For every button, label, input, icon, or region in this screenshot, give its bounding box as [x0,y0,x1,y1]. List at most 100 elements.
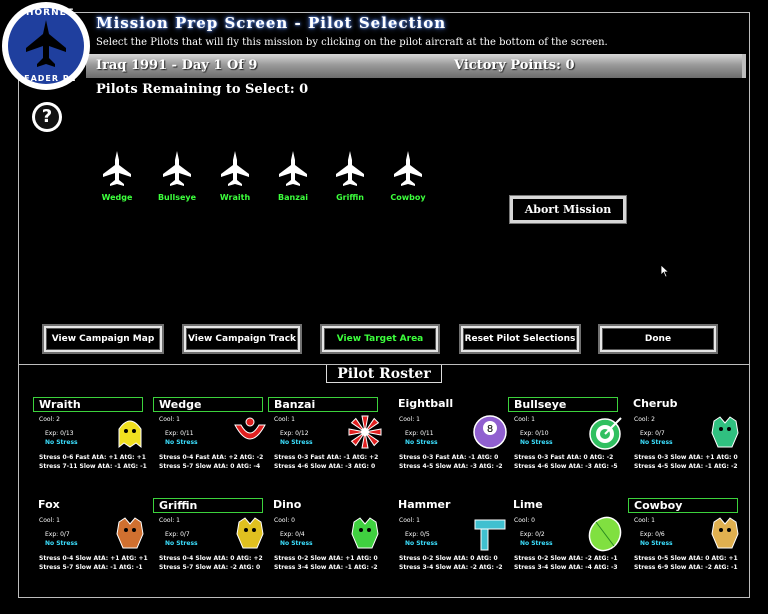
pilot-stress-row-2: Stress 4-6 Slow AtA: -3 AtG: -5 [514,463,618,470]
target-icon [589,417,622,450]
pilot-experience: Exp: 0/7 [640,430,665,437]
hornet-leader-logo: HORNET LEADER PC [2,2,90,90]
selected-pilot-jet[interactable]: Wedge [92,150,142,202]
pilot-name: Wedge [153,397,263,412]
pilot-name: Banzai [268,397,378,412]
pilot-name: Bullseye [508,397,618,412]
pilot-stress-row-1: Stress 0-3 Fast AtA: -1 AtG: +2 [274,454,379,461]
selected-pilot-name: Cowboy [390,193,426,202]
selected-pilot-jet[interactable]: Wraith [210,150,260,202]
pilot-stress-status: No Stress [520,540,553,547]
pilot-experience: Exp: 0/13 [45,430,74,437]
pilot-stress-status: No Stress [45,540,78,547]
cowboy-icon [711,517,739,549]
pilot-roster-title: Pilot Roster [326,365,442,383]
selected-pilot-name: Wraith [219,193,251,202]
pilot-name: Dino [273,498,302,511]
pilot-stress-row-1: Stress 0-2 Slow AtA: +1 AtG: 0 [274,555,378,562]
selected-pilot-jet[interactable]: Bullseye [152,150,202,202]
pilot-cool: Cool: 0 [514,517,535,524]
selected-pilot-jet[interactable]: Banzai [268,150,318,202]
pilot-cool: Cool: 2 [634,416,655,423]
ghost-icon [118,420,142,449]
pilot-stress-row-2: Stress 6-9 Slow AtA: -2 AtG: -1 [634,564,738,571]
pilot-experience: Exp: 0/5 [405,531,430,538]
done-button[interactable]: Done [600,326,716,352]
view-campaign-map-button[interactable]: View Campaign Map [44,326,162,352]
fighter-jet-icon [163,151,191,186]
lime-icon [588,516,622,552]
selected-pilot-jet[interactable]: Cowboy [383,150,433,202]
pilot-stress-row-1: Stress 0-3 Fast AtA: 0 AtG: -2 [514,454,614,461]
pilot-stress-row-2: Stress 7-11 Slow AtA: -1 AtG: -1 [39,463,147,470]
selected-pilot-name: Bullseye [157,193,197,202]
pilot-name: Cherub [633,397,678,410]
page-title: Mission Prep Screen - Pilot Selection [96,14,447,32]
pilot-stress-status: No Stress [165,439,198,446]
pilot-stress-status: No Stress [405,439,438,446]
logo-text-bottom: LEADER PC [18,74,77,83]
pilot-stress-row-1: Stress 0-5 Slow AtA: 0 AtG: +1 [634,555,738,562]
pilots-remaining: Pilots Remaining to Select: 0 [96,82,309,97]
pilot-stress-status: No Stress [520,439,553,446]
pilot-stress-row-1: Stress 0-4 Slow AtA: 0 AtG: +2 [159,555,263,562]
selected-pilot-name: Griffin [336,193,364,202]
pilot-stress-row-2: Stress 5-7 Slow AtA: 0 AtG: -4 [159,463,261,470]
svg-text:8: 8 [487,424,493,435]
cherub-icon [711,416,739,448]
pilot-cool: Cool: 2 [39,416,60,423]
rising-sun-icon [348,415,382,449]
fighter-jet-icon [394,151,422,186]
fighter-jet-icon [221,151,249,186]
pilot-name: Eightball [398,397,454,410]
campaign-bar: Iraq 1991 - Day 1 Of 9 Victory Points: 0 [86,54,746,78]
pilot-stress-status: No Stress [280,540,313,547]
view-campaign-track-button[interactable]: View Campaign Track [184,326,300,352]
pilot-stress-row-1: Stress 0-4 Slow AtA: +1 AtG: +1 [39,555,148,562]
pilot-experience: Exp: 0/4 [280,531,305,538]
hammer-icon [474,519,506,551]
dinosaur-icon [351,517,379,549]
pilot-experience: Exp: 0/11 [165,430,194,437]
pilot-stress-row-2: Stress 4-6 Slow AtA: -3 AtG: 0 [274,463,376,470]
screen-frame [18,12,750,598]
pilot-name: Cowboy [628,498,738,513]
pilot-cool: Cool: 1 [399,416,420,423]
help-button[interactable]: ? [32,102,62,132]
pilot-cool: Cool: 1 [39,517,60,524]
pilot-experience: Exp: 0/7 [165,531,190,538]
pilot-stress-row-2: Stress 3-4 Slow AtA: -1 AtG: -2 [274,564,378,571]
pilot-name: Griffin [153,498,263,513]
pilot-cool: Cool: 0 [274,517,295,524]
pilot-stress-row-2: Stress 5-7 Slow AtA: -1 AtG: -1 [39,564,143,571]
pilot-stress-status: No Stress [165,540,198,547]
selected-pilot-name: Banzai [278,193,308,202]
abort-mission-button[interactable]: Abort Mission [510,196,626,223]
reset-pilot-selections-button[interactable]: Reset Pilot Selections [461,326,579,352]
page-subtitle: Select the Pilots that will fly this mis… [96,37,608,48]
view-target-area-button[interactable]: View Target Area [322,326,438,352]
selected-pilot-name: Wedge [101,193,133,202]
pilot-name: Lime [513,498,543,511]
pilot-stress-row-1: Stress 0-2 Slow AtA: 0 AtG: 0 [399,555,498,562]
pilot-experience: Exp: 0/11 [405,430,434,437]
selected-pilot-jet[interactable]: Griffin [325,150,375,202]
fighter-jet-icon [336,151,364,186]
pilot-name: Hammer [398,498,451,511]
griffin-icon [236,517,264,549]
fox-icon [116,517,144,549]
pilot-experience: Exp: 0/12 [280,430,309,437]
fighter-jet-icon [103,151,131,186]
